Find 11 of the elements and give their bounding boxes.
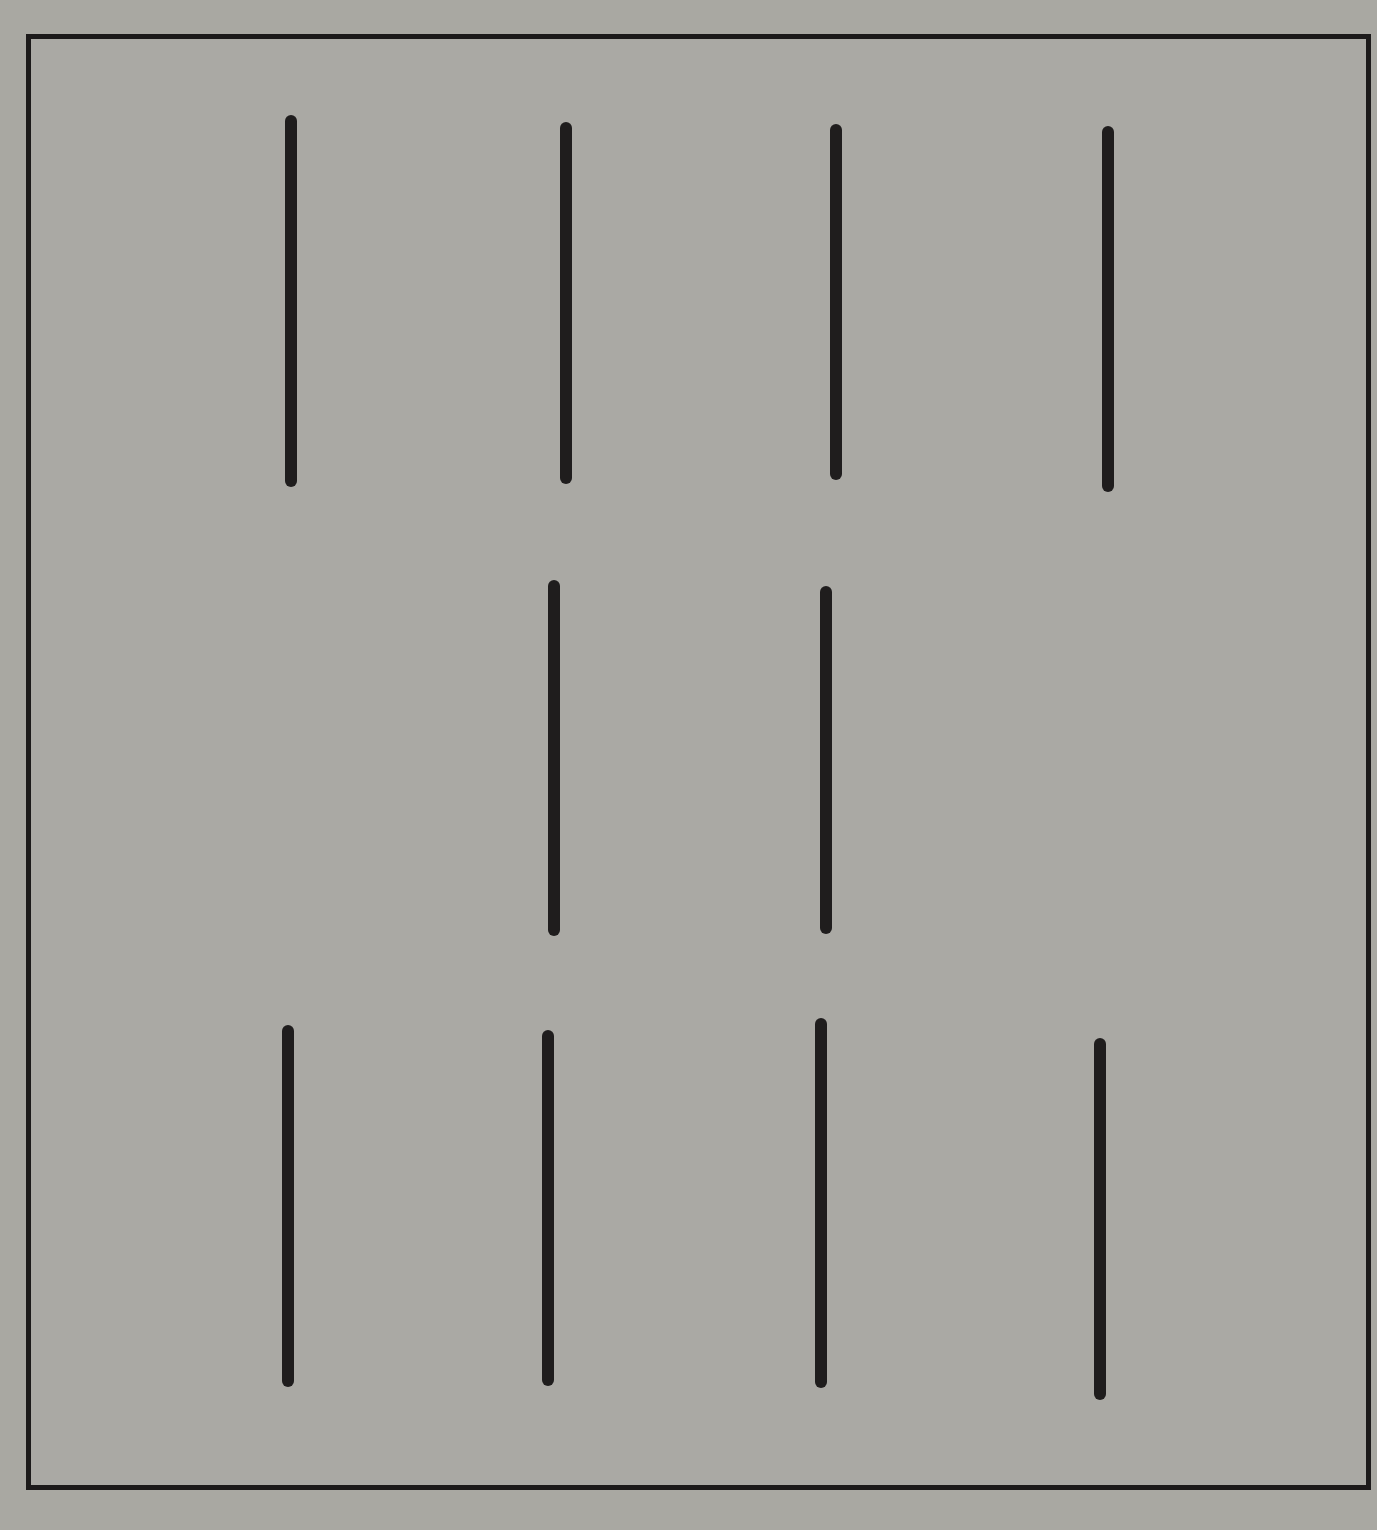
vertical-bar [1094, 1038, 1106, 1400]
vertical-bar [820, 586, 832, 934]
frame-box [26, 34, 1371, 1490]
vertical-bar [282, 1025, 294, 1387]
vertical-bar [548, 580, 560, 936]
vertical-bar [542, 1030, 554, 1386]
vertical-bar [560, 122, 572, 484]
vertical-bar [830, 124, 842, 480]
vertical-bar [815, 1018, 827, 1388]
vertical-bar [285, 115, 297, 487]
vertical-bar [1102, 126, 1114, 492]
